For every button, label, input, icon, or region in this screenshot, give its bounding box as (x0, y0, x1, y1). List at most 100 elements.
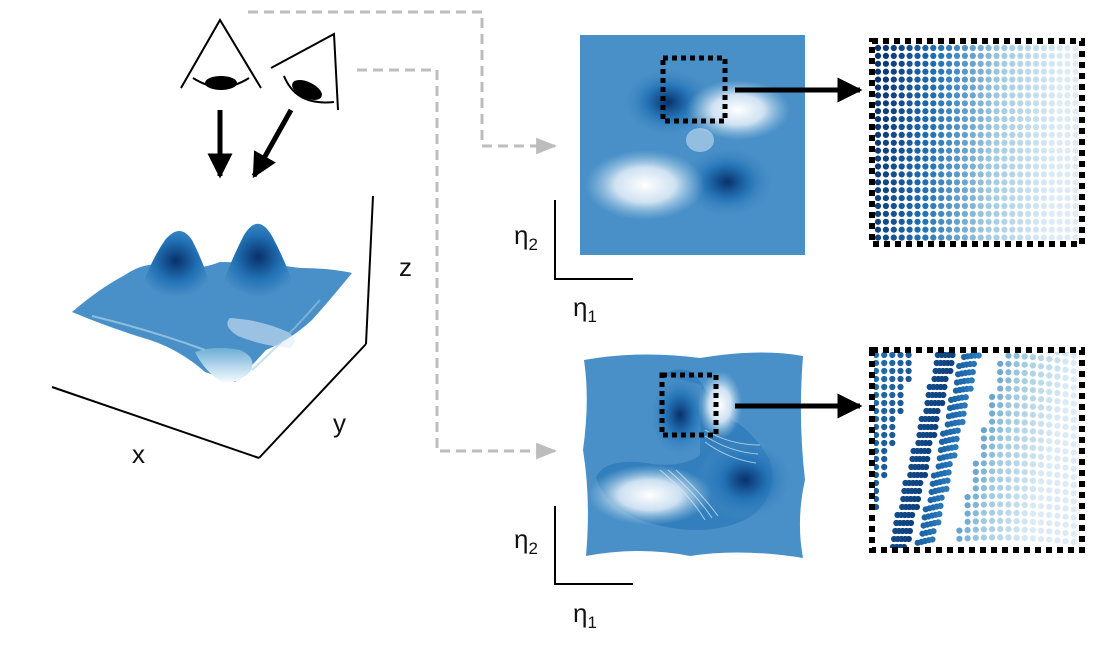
grid-dot (1025, 131, 1032, 138)
grid-dot (1037, 363, 1045, 370)
grid-dot (993, 202, 1000, 210)
grid-dot (977, 76, 984, 83)
grid-dot (1087, 468, 1093, 474)
grid-dot (890, 116, 897, 123)
eta2-label-bottom: η2 (514, 524, 538, 558)
grid-dot (881, 383, 888, 391)
grid-dot (1070, 449, 1077, 456)
grid-dot (1025, 76, 1032, 83)
grid-dot (1056, 218, 1063, 225)
grid-dot (890, 131, 897, 138)
grid-dot (917, 479, 924, 487)
grid-dot (985, 226, 992, 233)
grid-dot (874, 352, 880, 359)
grid-dot (1087, 541, 1093, 547)
grid-dot (1032, 163, 1040, 170)
grid-dot (926, 439, 933, 447)
grid-dot (1040, 210, 1047, 217)
grid-dot (1005, 360, 1012, 367)
grid-dot (882, 123, 890, 131)
eta-axes-top: η2 η1 (514, 200, 633, 326)
grid-dot (969, 369, 976, 376)
grid-dot (882, 226, 890, 233)
grid-dot (1040, 60, 1047, 67)
grid-dot (969, 116, 976, 123)
grid-dot (1021, 477, 1028, 484)
grid-dot (1072, 210, 1079, 217)
grid-dot (985, 179, 992, 186)
grid-dot (890, 92, 897, 99)
grid-dot (1009, 116, 1016, 123)
grid-dot (997, 534, 1004, 541)
grid-dot (1070, 368, 1077, 375)
grid-dot (890, 171, 897, 178)
grid-dot (1001, 147, 1008, 154)
grid-dot (946, 187, 953, 194)
grid-dot (1072, 139, 1079, 146)
grid-dot (898, 171, 905, 178)
grid-dot (963, 337, 969, 343)
grid-dot (1017, 218, 1024, 225)
grid-dot (977, 195, 984, 202)
grid-dot (1062, 448, 1069, 455)
eta1-label-bottom: η1 (573, 598, 597, 632)
grid-dot (874, 407, 880, 415)
grid-dot (1005, 418, 1012, 425)
grid-dot (993, 84, 1000, 91)
grid-dot (938, 116, 945, 123)
grid-dot (914, 187, 921, 194)
grid-dot (993, 179, 1000, 186)
grid-dot (989, 509, 996, 516)
grid-dot (1001, 100, 1008, 107)
grid-dot (1072, 123, 1079, 131)
grid-dot (1029, 452, 1036, 460)
grid-dot (1054, 373, 1061, 380)
grid-dot (985, 187, 992, 194)
grid-dot (1005, 402, 1012, 409)
grid-dot (980, 534, 988, 541)
grid-dot (1029, 362, 1036, 369)
view-arrow-side (251, 108, 294, 179)
grid-dot (1070, 392, 1077, 399)
grid-dot (1046, 487, 1053, 494)
grid-dot (953, 76, 961, 83)
grid-dot (882, 139, 890, 146)
grid-dot (1005, 369, 1012, 376)
grid-dot (1013, 534, 1020, 541)
grid-dot (961, 52, 969, 60)
grid-dot (977, 147, 984, 154)
grid-dot (1001, 155, 1008, 162)
grid-dot (890, 84, 897, 91)
grid-dot (1062, 432, 1069, 439)
grid-dot (997, 468, 1004, 475)
grid-dot (874, 479, 880, 487)
grid-dot (1009, 187, 1016, 194)
grid-dot (874, 471, 880, 479)
grid-dot (1009, 210, 1016, 217)
grid-dot (1005, 410, 1012, 417)
grid-dot (1072, 171, 1079, 178)
grid-dot (989, 517, 996, 525)
grid-dot (977, 100, 984, 107)
grid-dot (1087, 420, 1093, 426)
grid-dot (1072, 202, 1079, 210)
grid-dot (961, 123, 969, 131)
grid-dot (1070, 530, 1077, 538)
grid-dot (989, 443, 996, 450)
grid-dot (1017, 100, 1024, 107)
grid-dot (960, 410, 967, 417)
grid-dot (1029, 354, 1036, 361)
grid-dot (1040, 68, 1047, 75)
grid-dot (922, 195, 929, 202)
surface-ridge (251, 299, 321, 371)
grid-dot (1048, 131, 1055, 138)
grid-dot (1054, 389, 1061, 397)
grid-dot (985, 139, 992, 146)
grid-dot (1021, 452, 1028, 459)
grid-dot (1001, 218, 1008, 225)
grid-dot (972, 534, 979, 542)
grid-dot (922, 234, 929, 241)
grid-dot (1062, 497, 1069, 504)
grid-dot (1005, 484, 1012, 491)
grid-dot (930, 195, 937, 202)
